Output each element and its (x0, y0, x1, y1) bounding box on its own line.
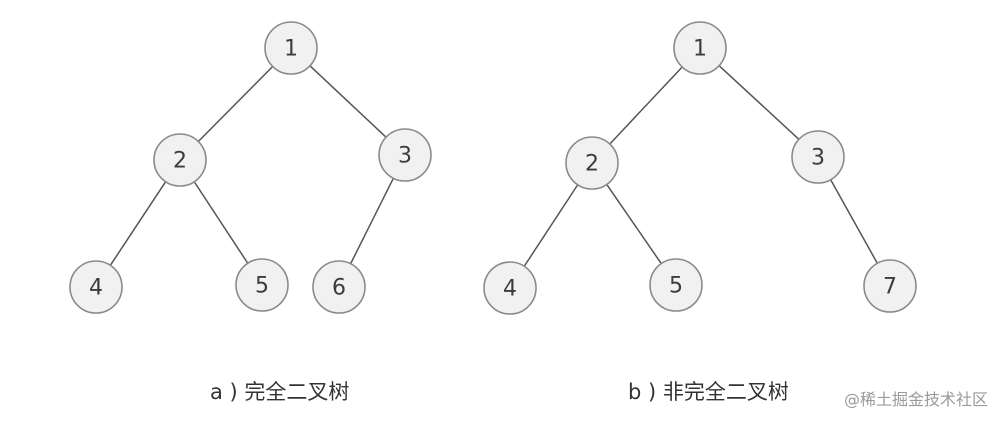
node-circle (483, 261, 537, 315)
node-circle (378, 128, 432, 182)
tree-node-4: 4 (483, 261, 537, 315)
node-label: 3 (811, 146, 825, 171)
tree-node-2: 2 (565, 136, 619, 190)
node-circle (235, 258, 289, 312)
node-circle (791, 130, 845, 184)
edge-2-4 (109, 181, 167, 266)
tree-node-4: 4 (69, 260, 123, 314)
node-label: 3 (398, 144, 412, 169)
tree-a: 1 2 3 4 5 6 (69, 21, 432, 314)
node-label: 4 (503, 277, 517, 302)
edge-3-7 (830, 179, 878, 264)
caption-tree-b: b ) 非完全二叉树 (628, 380, 789, 404)
node-circle (312, 260, 366, 314)
tree-node-1: 1 (264, 21, 318, 75)
tree-node-5: 5 (235, 258, 289, 312)
tree-b: 1 2 3 4 5 7 (483, 21, 917, 315)
tree-node-3: 3 (378, 128, 432, 182)
edge-1-2 (609, 66, 683, 145)
edge-2-4 (523, 184, 579, 267)
edge-1-3 (309, 65, 387, 138)
node-circle (565, 136, 619, 190)
node-label: 6 (332, 276, 346, 301)
tree-node-6: 6 (312, 260, 366, 314)
node-circle (264, 21, 318, 75)
node-circle (863, 259, 917, 313)
watermark: @稀土掘金技术社区 (843, 390, 988, 409)
node-circle (673, 21, 727, 75)
node-label: 2 (585, 152, 599, 177)
node-circle (649, 258, 703, 312)
edge-2-5 (193, 181, 249, 264)
edge-1-3 (718, 65, 800, 140)
node-label: 1 (284, 37, 298, 62)
edge-1-2 (197, 65, 274, 143)
node-label: 4 (89, 276, 103, 301)
tree-node-7: 7 (863, 259, 917, 313)
tree-node-3: 3 (791, 130, 845, 184)
node-circle (69, 260, 123, 314)
node-label: 7 (883, 275, 897, 300)
tree-node-2: 2 (153, 133, 207, 187)
node-label: 1 (693, 37, 707, 62)
edge-3-6 (349, 177, 395, 265)
edge-2-5 (606, 183, 662, 265)
node-circle (153, 133, 207, 187)
node-label: 2 (173, 149, 187, 174)
node-label: 5 (669, 274, 683, 299)
node-label: 5 (255, 274, 269, 299)
tree-node-5: 5 (649, 258, 703, 312)
caption-tree-a: a ) 完全二叉树 (210, 380, 350, 404)
tree-node-1: 1 (673, 21, 727, 75)
